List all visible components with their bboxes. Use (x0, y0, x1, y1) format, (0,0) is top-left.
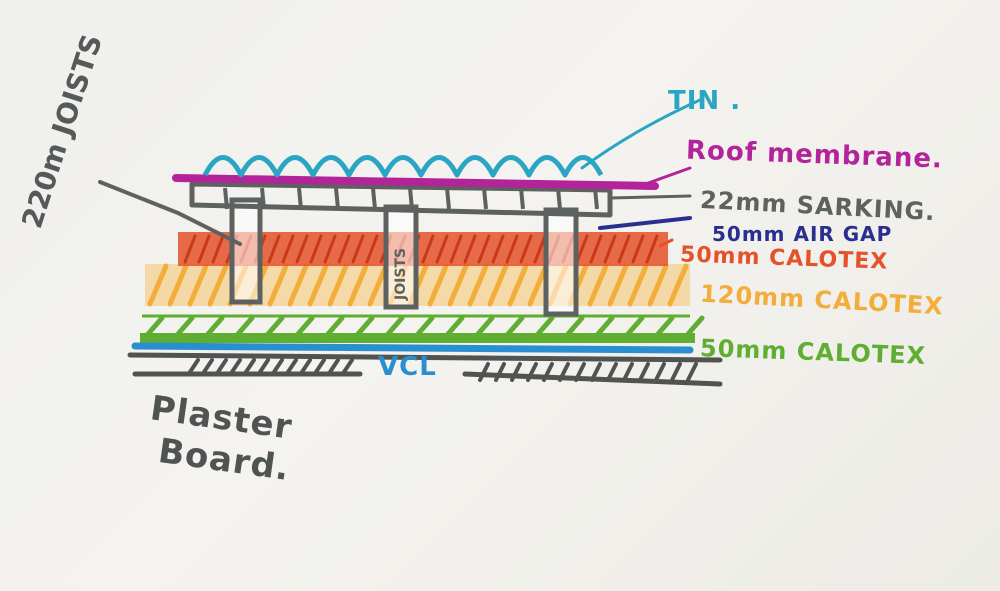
sarking-board (189, 181, 613, 218)
calotex-50mm-bottom-layer (140, 314, 705, 343)
plasterboard-layer (127, 352, 723, 387)
joist-label: JOISTS (393, 248, 409, 301)
joists (229, 197, 579, 317)
tin-sheet (202, 155, 604, 178)
vcl-label: VCL (378, 352, 437, 382)
leader-lines (98, 98, 702, 248)
vcl-line (131, 342, 694, 354)
air-gap-label: 50mm AIR GAP (712, 222, 893, 246)
side-note: 220m JOISTS (15, 30, 109, 232)
roof-membrane-line (172, 174, 659, 190)
tin-label: TIN . (668, 86, 742, 116)
